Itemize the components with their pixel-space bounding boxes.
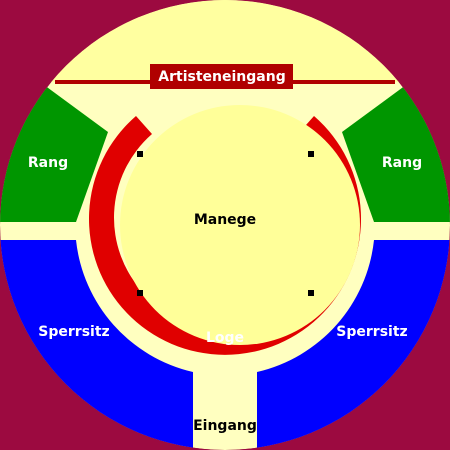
post-bottom-right xyxy=(308,290,314,296)
rank-left-label: Rang xyxy=(28,155,68,171)
entrance-label: Eingang xyxy=(193,418,257,434)
loge-label: Loge xyxy=(206,330,244,346)
artist-entrance-label: Artisteneingang xyxy=(158,69,285,85)
post-top-right xyxy=(308,151,314,157)
stalls-left-label: Sperrsitz xyxy=(38,324,109,340)
post-top-left xyxy=(137,151,143,157)
post-bottom-left xyxy=(137,290,143,296)
manege-circle[interactable] xyxy=(120,105,360,345)
rank-right-label: Rang xyxy=(382,155,422,171)
manege-label: Manege xyxy=(194,212,256,228)
loge-ring[interactable] xyxy=(89,116,362,355)
stalls-right-label: Sperrsitz xyxy=(336,324,407,340)
artist-entrance-label-box xyxy=(150,64,293,89)
